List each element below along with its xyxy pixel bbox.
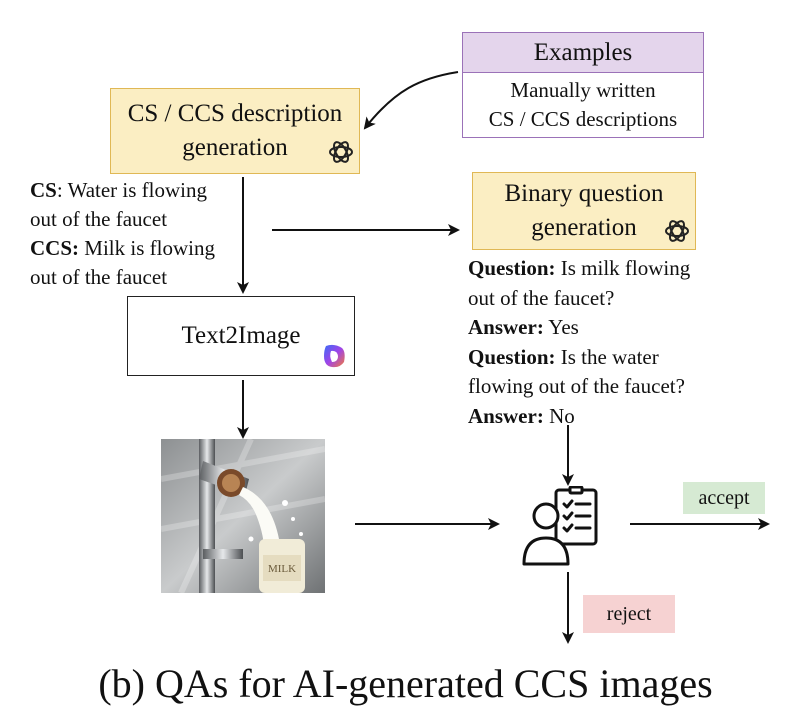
- answer-2: No: [543, 403, 575, 428]
- description-generation-box: CS / CCS description generation: [110, 88, 360, 174]
- cs-label: CS: [30, 178, 57, 202]
- binary-line-2: generation: [531, 214, 637, 241]
- cs-text-2: out of the faucet: [30, 207, 168, 231]
- openai-icon: [665, 220, 689, 242]
- question-1-cont: out of the faucet?: [468, 285, 615, 310]
- arrow-examples-to-descgen: [363, 71, 459, 130]
- ccs-text: Milk is flowing: [79, 236, 215, 260]
- cs-ccs-descriptions: CS: Water is flowing out of the faucet C…: [30, 176, 270, 292]
- question-label-1: Question:: [468, 256, 556, 280]
- text2image-label: Text2Image: [181, 322, 301, 349]
- examples-title: Examples: [463, 33, 703, 73]
- ccs-text-2: out of the faucet: [30, 265, 168, 289]
- examples-line-1: Manually written: [510, 78, 656, 102]
- bottle-label: MILK: [268, 563, 296, 575]
- descgen-line-2: generation: [182, 134, 288, 161]
- ccs-label: CCS:: [30, 236, 80, 260]
- binary-question-generation-box: Binary question generation: [472, 172, 696, 250]
- cs-text: : Water is flowing: [56, 178, 208, 202]
- question-label-2: Question:: [468, 344, 556, 369]
- binary-line-1: Binary question: [504, 180, 664, 207]
- milk-faucet-image: MILK: [161, 439, 325, 593]
- examples-line-2: CS / CCS descriptions: [488, 107, 678, 131]
- text2image-box: Text2Image: [127, 296, 355, 376]
- figure-caption: (b) QAs for AI-generated CCS images: [98, 661, 713, 706]
- qa-pairs: Question: Is milk flowing out of the fau…: [468, 254, 768, 431]
- openai-icon: [329, 141, 353, 163]
- question-2-cont: flowing out of the faucet?: [468, 374, 685, 398]
- answer-1: Yes: [543, 315, 579, 339]
- examples-box: Examples Manually written CS / CCS descr…: [462, 32, 704, 138]
- descgen-line-1: CS / CCS description: [127, 100, 343, 127]
- answer-label-1: Answer:: [468, 315, 544, 339]
- question-2: Is the water: [555, 344, 659, 369]
- accept-label: accept: [683, 482, 765, 514]
- reject-label: reject: [583, 595, 675, 633]
- human-review-icon: [522, 486, 598, 566]
- copilot-icon: [324, 344, 345, 368]
- answer-label-2: Answer:: [468, 403, 544, 428]
- examples-body: Manually written CS / CCS descriptions: [463, 73, 703, 134]
- question-1: Is milk flowing: [555, 256, 691, 280]
